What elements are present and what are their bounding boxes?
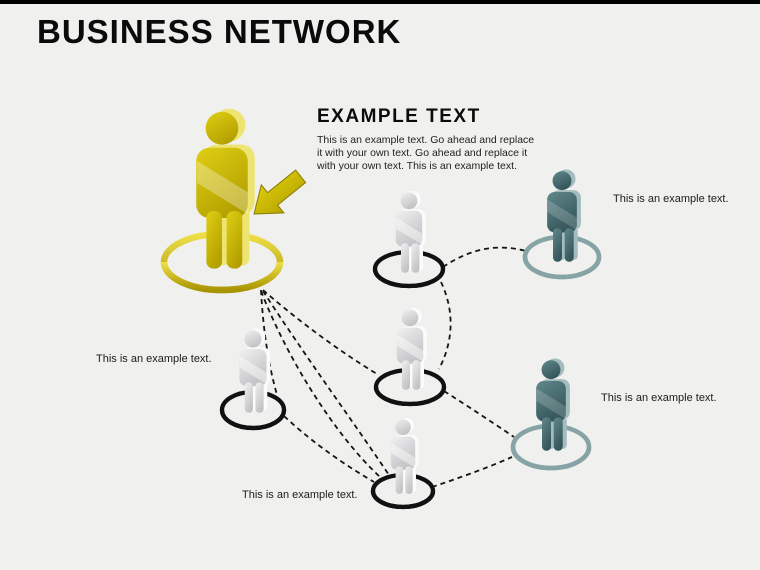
connection-leader-member-left	[260, 289, 278, 396]
ring-front-member-bottom	[370, 490, 436, 510]
connection-member-top-partner-top	[442, 246, 527, 268]
figure-partner-top	[547, 169, 581, 262]
label-member-left: This is an example text.	[96, 353, 212, 365]
connection-member-top-member-middle	[438, 281, 452, 370]
example-paragraph: This is an example text. Go ahead and re…	[317, 134, 535, 173]
example-text-block: EXAMPLE TEXT This is an example text. Go…	[317, 106, 557, 174]
ring-front-member-top	[372, 268, 446, 289]
connection-member-middle-partner-bottom	[443, 390, 515, 438]
ring-front-member-middle	[373, 386, 447, 407]
figure-partner-bottom	[536, 358, 570, 451]
connection-leader-member-bottom	[260, 290, 381, 478]
figure-member-left	[239, 328, 271, 413]
connection-member-bottom-partner-bottom	[431, 456, 513, 488]
figure-member-middle	[396, 307, 427, 390]
label-partner-top: This is an example text.	[613, 193, 729, 205]
figure-leader	[196, 108, 255, 269]
ring-front-member-left	[219, 409, 287, 431]
ring-front-partner-bottom	[510, 446, 592, 471]
pointer-arrow-icon	[253, 169, 307, 215]
connection-leader-member-middle	[262, 289, 378, 375]
ring-front-partner-top	[522, 256, 602, 280]
ring-front-leader	[160, 261, 284, 294]
connection-member-left-member-bottom	[283, 415, 375, 483]
label-partner-bottom: This is an example text.	[601, 392, 717, 404]
label-member-bottom: This is an example text.	[242, 489, 358, 501]
example-heading: EXAMPLE TEXT	[317, 106, 481, 127]
top-bar	[0, 0, 760, 4]
figure-member-bottom	[390, 417, 419, 494]
figure-member-top	[395, 190, 426, 273]
connection-leader-member-bottom	[262, 290, 392, 479]
slide-title: BUSINESS NETWORK	[37, 13, 402, 50]
